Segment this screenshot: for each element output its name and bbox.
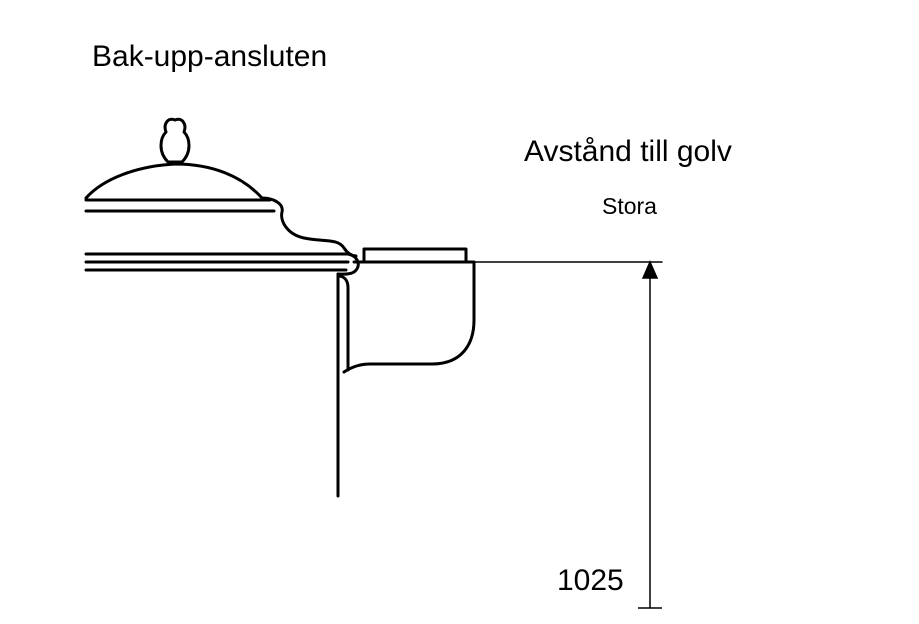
- bracket-top-block: [362, 247, 468, 264]
- bracket-body: [342, 260, 476, 374]
- dimension-line: [638, 260, 662, 609]
- size-label: Stora: [602, 193, 657, 219]
- pan-rim: [84, 252, 360, 276]
- lid-flange: [260, 196, 358, 258]
- mounting-bracket: [336, 247, 663, 498]
- diagram-title: Bak-upp-ansluten: [92, 40, 328, 73]
- distance-label: Avstånd till golv: [524, 135, 732, 168]
- lid-knob: [159, 117, 191, 164]
- chafing-dish-lid: [84, 117, 358, 258]
- post-inner: [336, 274, 350, 372]
- dimension-value: 1025: [557, 564, 624, 597]
- dimension-arrow-icon: [641, 260, 659, 279]
- pan-rim-lip: [336, 252, 360, 276]
- lid-dome: [84, 162, 264, 200]
